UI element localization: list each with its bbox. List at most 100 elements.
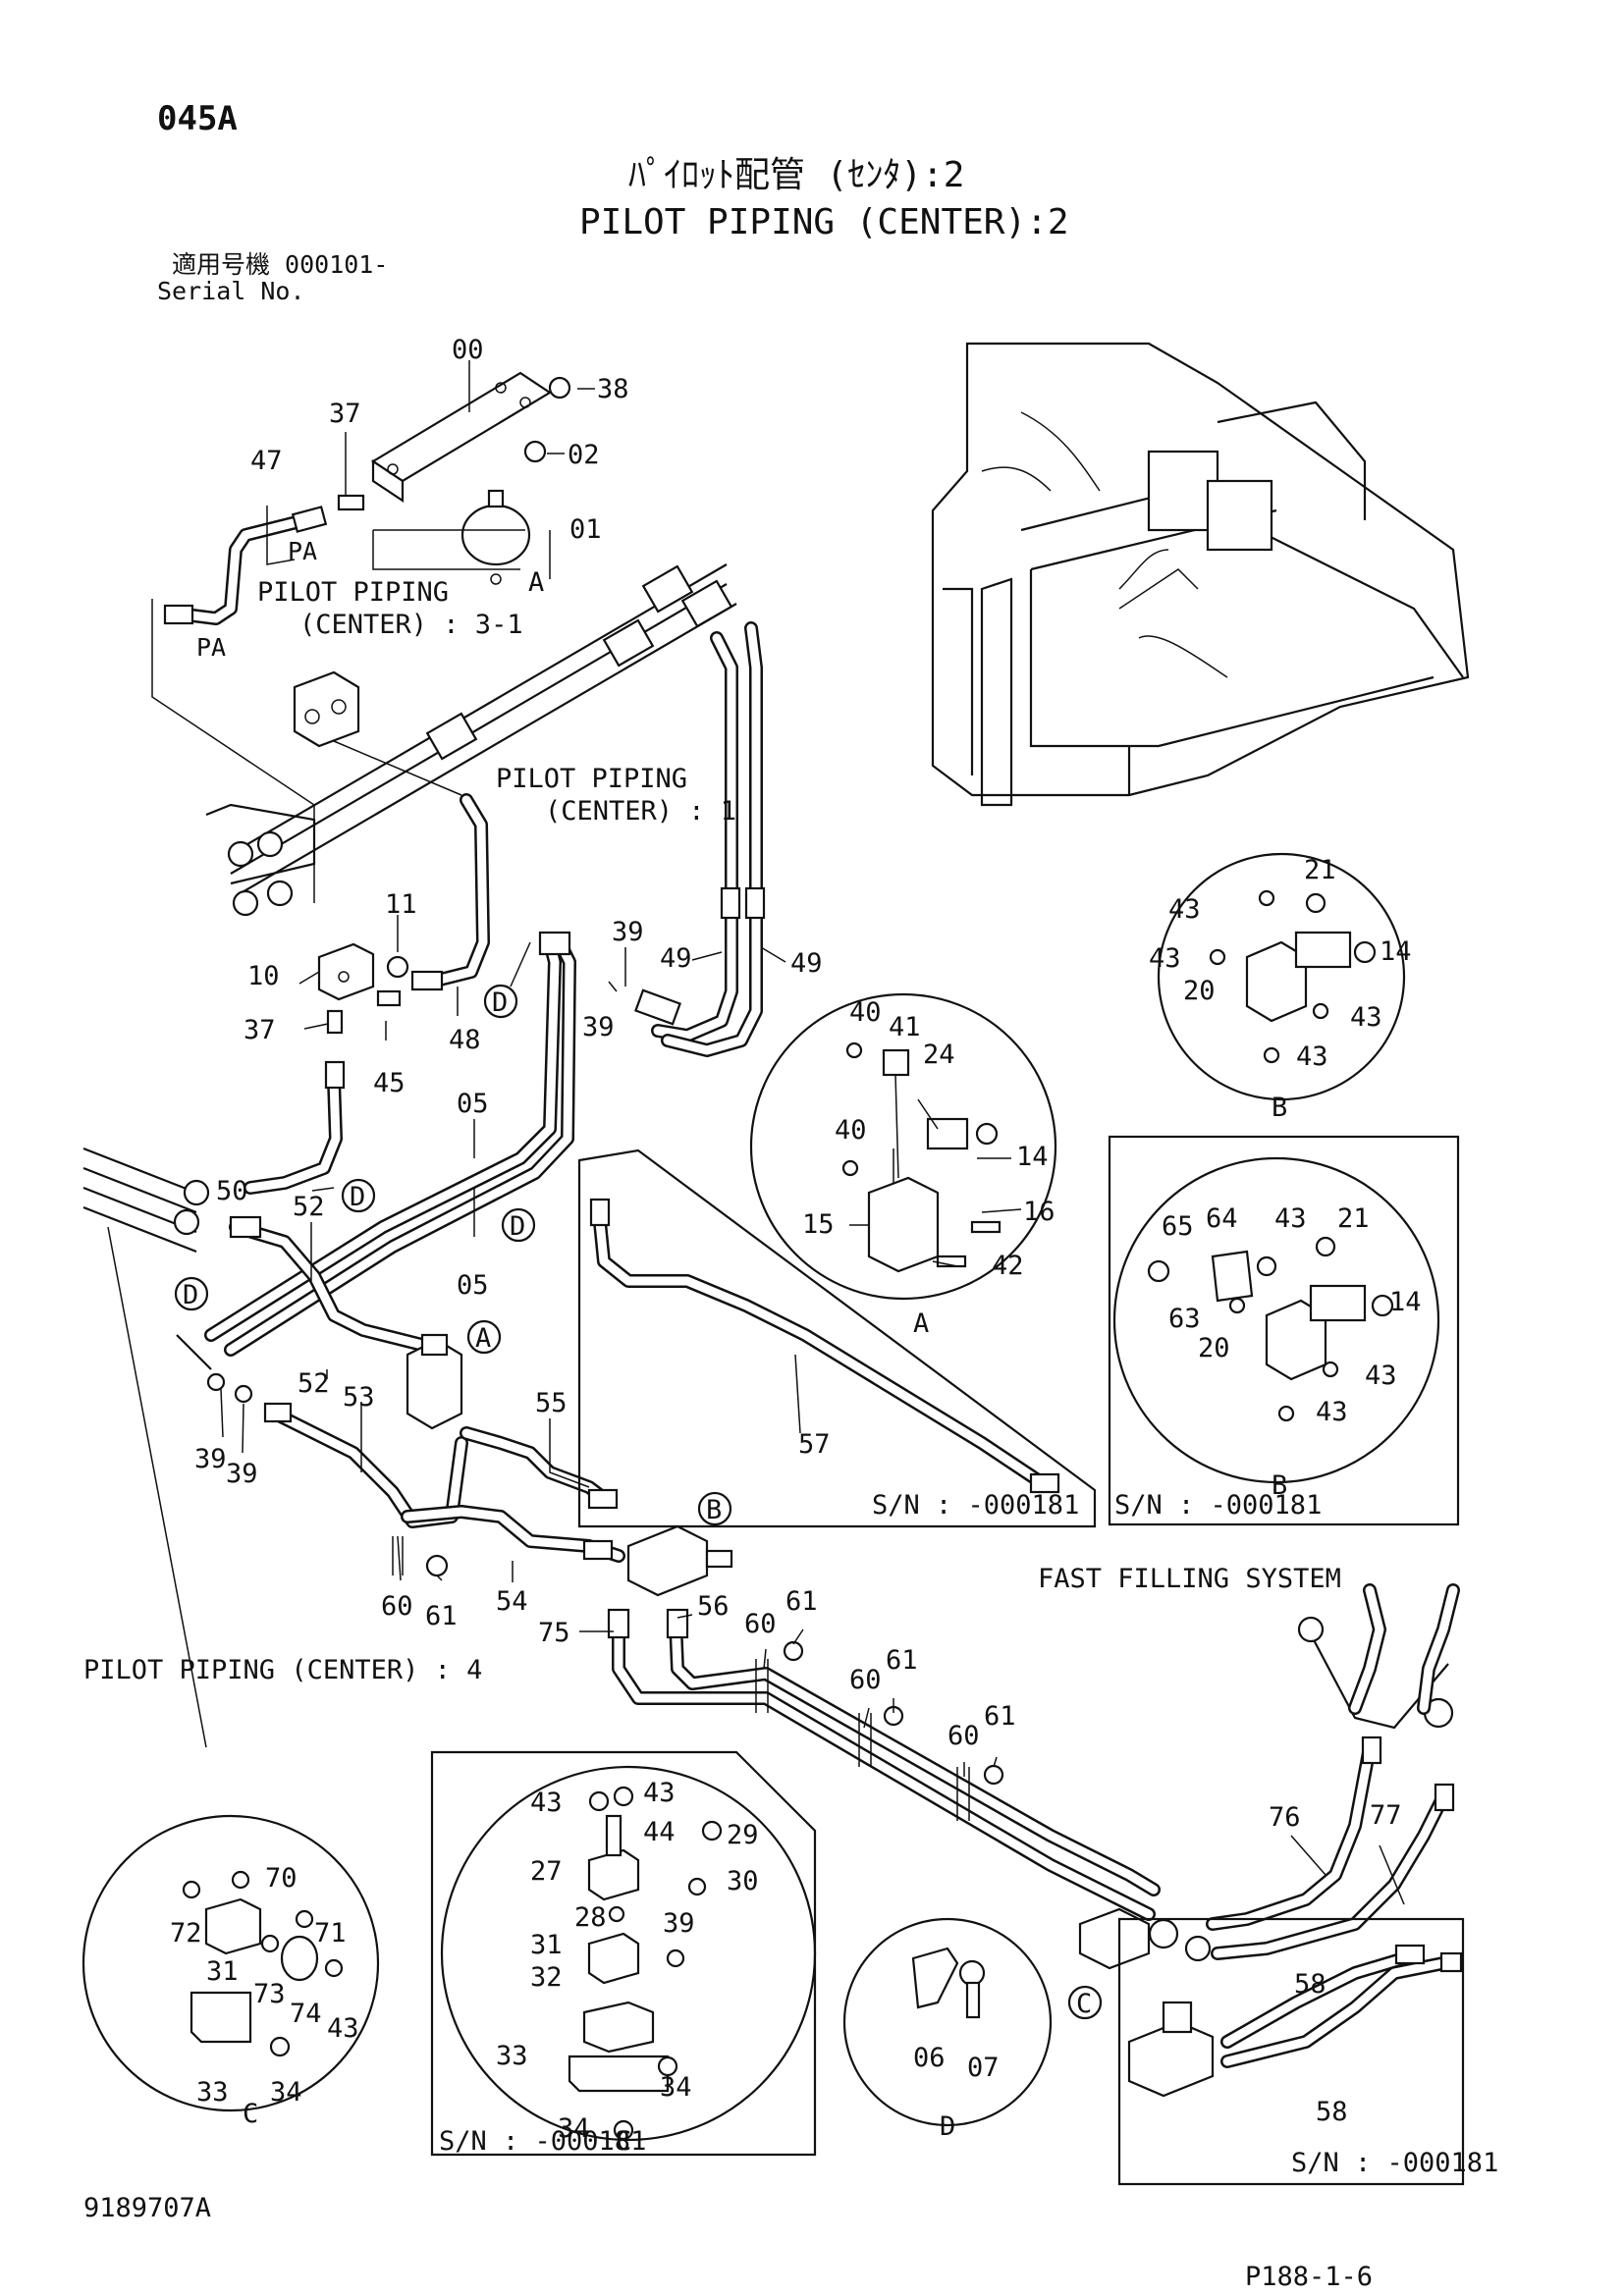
part-number: 42 bbox=[992, 1251, 1024, 1281]
part-number: 14 bbox=[1389, 1287, 1422, 1317]
part-number: 74 bbox=[290, 1999, 322, 2029]
part-number: 39 bbox=[663, 1908, 695, 1939]
part-number: 34 bbox=[660, 2072, 692, 2103]
part-number: 52 bbox=[293, 1192, 325, 1222]
hose-54 bbox=[401, 1505, 625, 1563]
view-letter-b-caption-2: B bbox=[1272, 1470, 1287, 1501]
part-number: 39 bbox=[582, 1012, 615, 1042]
part-number: 31 bbox=[530, 1930, 563, 1960]
part-number: 24 bbox=[923, 1040, 955, 1070]
page-reference: P188-1-6 bbox=[1245, 2262, 1373, 2292]
view-c-detail bbox=[81, 1814, 380, 2112]
part-number: 76 bbox=[1269, 1802, 1301, 1833]
fitting-39b bbox=[234, 1384, 253, 1404]
view-letter-d-4: D bbox=[183, 1280, 198, 1310]
hoses-49 bbox=[634, 621, 766, 1057]
part-number: 05 bbox=[457, 1270, 489, 1301]
serial-label-japanese: 適用号機 000101- bbox=[172, 250, 388, 279]
leader-lines bbox=[220, 360, 1405, 1905]
part-number: 00 bbox=[452, 335, 484, 365]
hose-52 bbox=[229, 1215, 429, 1352]
hose-53 bbox=[263, 1402, 468, 1528]
part-number: 61 bbox=[785, 1586, 818, 1617]
ref-pilot-piping-3-1-a: PILOT PIPING bbox=[257, 577, 449, 608]
machine-overview-sketch bbox=[931, 342, 1470, 807]
part-number: 49 bbox=[660, 943, 692, 974]
view-markers bbox=[174, 984, 1103, 2020]
part-number: 61 bbox=[886, 1645, 918, 1676]
part-number: 20 bbox=[1183, 976, 1216, 1006]
serial-note-57: S/N : -000181 bbox=[872, 1490, 1079, 1521]
part-number: 43 bbox=[1296, 1041, 1328, 1072]
pipe-assembly-center-4 bbox=[82, 1147, 212, 1748]
part-number: 73 bbox=[253, 1979, 286, 2009]
part-number: 58 bbox=[1316, 2097, 1348, 2127]
part-number: 37 bbox=[244, 1015, 276, 1045]
part-number: 43 bbox=[1350, 1002, 1382, 1033]
hose-48 bbox=[410, 793, 490, 991]
leader-valve bbox=[333, 740, 462, 796]
part-number: 43 bbox=[530, 1788, 563, 1818]
view-letter-b-caption: B bbox=[1272, 1093, 1287, 1123]
serial-note-58: S/N : -000181 bbox=[1291, 2148, 1498, 2178]
fast-filling-hoses bbox=[1206, 1583, 1460, 1960]
part-number: 14 bbox=[1380, 936, 1412, 967]
part-number: 05 bbox=[457, 1089, 489, 1119]
view-letter-a-marker: A bbox=[475, 1323, 491, 1354]
part-number: 60 bbox=[947, 1721, 980, 1751]
part-number: 15 bbox=[802, 1209, 835, 1240]
part-number: 60 bbox=[744, 1609, 777, 1639]
bracket-assembly bbox=[370, 371, 553, 504]
part-number: 40 bbox=[835, 1115, 867, 1146]
ref-pilot-piping-1-a: PILOT PIPING bbox=[496, 764, 687, 794]
fitting-45 bbox=[376, 989, 402, 1007]
part-number: 10 bbox=[247, 961, 280, 991]
part-number: 43 bbox=[643, 1778, 676, 1808]
part-number: 39 bbox=[194, 1444, 227, 1474]
view-letter-a: A bbox=[528, 567, 544, 598]
part-number: 72 bbox=[170, 1918, 202, 1949]
part-number: 32 bbox=[530, 1962, 563, 1993]
part-number: 55 bbox=[535, 1388, 568, 1418]
part-number: 43 bbox=[1168, 894, 1201, 925]
drawing-number: 9189707A bbox=[83, 2193, 211, 2223]
block-10 bbox=[317, 942, 375, 1001]
hose-50 bbox=[244, 1060, 346, 1195]
view-b-detail bbox=[1157, 852, 1406, 1101]
part-number: 43 bbox=[327, 2013, 359, 2044]
part-number: 33 bbox=[196, 2077, 229, 2108]
view-letter-c-marker: C bbox=[1076, 1989, 1092, 2019]
part-number: 14 bbox=[1016, 1142, 1049, 1172]
part-number: 49 bbox=[790, 948, 823, 979]
part-number: 37 bbox=[329, 399, 361, 429]
view-letters: A D D D D A B C A B B C C D bbox=[183, 567, 1287, 2157]
part-number: 60 bbox=[381, 1591, 413, 1622]
title-japanese: ﾊﾟｲﾛｯﾄ配管 (ｾﾝﾀ):2 bbox=[628, 155, 964, 195]
callout-box-57 bbox=[577, 1148, 1097, 1528]
view-letter-d-3: D bbox=[510, 1211, 525, 1242]
title-english: PILOT PIPING (CENTER):2 bbox=[579, 202, 1069, 242]
part-number: 38 bbox=[597, 374, 629, 404]
part-number: 16 bbox=[1023, 1197, 1056, 1227]
part-number: 47 bbox=[250, 446, 283, 476]
hose-55 bbox=[460, 1426, 619, 1510]
part-number: 43 bbox=[1274, 1203, 1307, 1234]
accumulator bbox=[460, 489, 531, 585]
part-number-labels: 00 38 37 02 47 01 11 10 37 45 48 39 39 4… bbox=[170, 335, 1422, 2144]
part-number: 65 bbox=[1162, 1211, 1194, 1242]
part-number: 53 bbox=[343, 1382, 375, 1413]
pipes-75-56 bbox=[607, 1608, 1161, 1921]
view-letter-c-caption: C bbox=[243, 2099, 258, 2129]
valve-block-b bbox=[626, 1524, 733, 1597]
part-number: 60 bbox=[849, 1665, 882, 1695]
view-b-detail-early bbox=[1108, 1135, 1460, 1526]
part-number: 27 bbox=[530, 1856, 563, 1887]
part-number: 61 bbox=[425, 1601, 458, 1631]
pipes-05 bbox=[204, 931, 576, 1357]
view-letter-b-marker: B bbox=[706, 1495, 722, 1525]
part-number: 43 bbox=[1316, 1397, 1348, 1427]
bolt-61a bbox=[425, 1554, 449, 1577]
view-letter-c-caption-2: C bbox=[616, 2126, 631, 2157]
serial-note-b2: S/N : -000181 bbox=[1114, 1490, 1322, 1521]
